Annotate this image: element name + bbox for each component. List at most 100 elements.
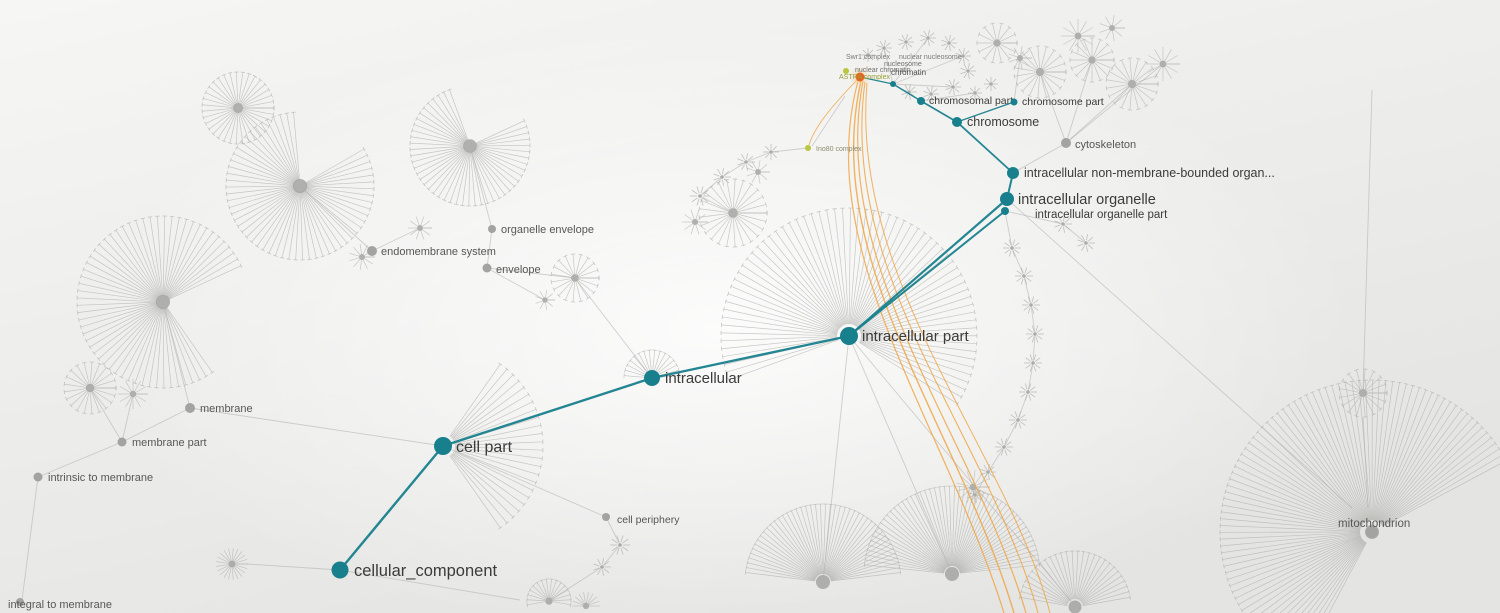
graph-edge [89, 387, 123, 443]
graph-edge [574, 277, 653, 379]
fan-cluster [1105, 57, 1159, 111]
label-organelle_envelope[interactable]: organelle envelope [501, 224, 594, 236]
node-green_term_b[interactable] [805, 145, 811, 151]
label-mitochondrion[interactable]: mitochondrion [1338, 518, 1410, 530]
flower-cluster [941, 35, 957, 51]
node-cellular_component[interactable] [331, 561, 349, 579]
flower-cluster [1022, 296, 1040, 314]
label-chromosome[interactable]: chromosome [967, 115, 1039, 129]
node-endomembrane_system[interactable] [367, 246, 377, 256]
fan-cluster [526, 578, 572, 608]
graph-edge [1023, 275, 1032, 306]
label-non_membrane_organelle[interactable]: intracellular non-membrane-bounded organ… [1024, 166, 1275, 180]
graph-edge [1039, 71, 1067, 144]
label-endomembrane_system[interactable]: endomembrane system [381, 246, 496, 258]
fan-cluster [1219, 379, 1500, 613]
graph-edge [1030, 304, 1036, 335]
label-cell_periphery[interactable]: cell periphery [617, 514, 680, 526]
node-intracellular[interactable] [644, 370, 660, 386]
flower-cluster [920, 30, 936, 46]
fan-cluster [550, 253, 600, 303]
node-non_membrane_organelle[interactable] [1007, 167, 1019, 179]
graph-edge [1013, 57, 1021, 103]
graph-edge [848, 335, 1076, 607]
flower-cluster [1015, 267, 1033, 285]
node-cytoskeleton[interactable] [1061, 138, 1071, 148]
highlight-edge [892, 83, 922, 102]
graph-edge [745, 151, 772, 163]
flower-center [866, 53, 870, 57]
flower-center [904, 40, 908, 44]
fan-center [993, 39, 1001, 47]
graph-edge [822, 335, 850, 583]
label-intrinsic_to_membrane[interactable]: intrinsic to membrane [48, 472, 153, 484]
flower-cluster [901, 84, 917, 100]
fan-center [228, 560, 236, 568]
graph-edge [1012, 142, 1067, 174]
highlight-edge [651, 334, 850, 380]
label-membrane_part[interactable]: membrane part [132, 437, 207, 449]
flower-cluster [984, 77, 998, 91]
fan-cluster [682, 209, 708, 235]
label-intracellular_organelle[interactable]: intracellular organelle [1018, 192, 1156, 208]
fan-clusters [63, 15, 1500, 613]
node-organelle_envelope[interactable] [488, 225, 496, 233]
graph-edge [770, 147, 809, 153]
node-intracellular_organelle[interactable] [1000, 192, 1014, 206]
node-cell_periphery[interactable] [602, 513, 610, 521]
flower-clusters [593, 30, 1095, 576]
flower-center [929, 92, 933, 96]
fan-center [1108, 24, 1116, 32]
label-cellular_component[interactable]: cellular_component [354, 562, 498, 580]
fan-cluster [572, 592, 600, 610]
node-integral_to_membrane[interactable] [16, 598, 24, 606]
node-chromosome_part[interactable] [1010, 98, 1018, 106]
flower-cluster [593, 558, 611, 576]
label-cell_part[interactable]: cell part [456, 439, 513, 456]
node-selected_term[interactable] [855, 72, 865, 82]
node-mitochondrion[interactable] [1366, 526, 1378, 538]
label-membrane[interactable]: membrane [200, 403, 253, 415]
node-intracellular_part[interactable] [840, 327, 858, 345]
fan-cluster [746, 160, 770, 184]
label-integral_to_membrane[interactable]: integral to membrane [8, 599, 112, 611]
label-chromosome_part[interactable]: chromosome part [1022, 96, 1104, 108]
graph-edge [883, 47, 894, 85]
graph-edge [1362, 89, 1373, 394]
label-envelope[interactable]: envelope [496, 264, 541, 276]
label-cytoskeleton[interactable]: cytoskeleton [1075, 139, 1136, 151]
graph-edge [162, 301, 191, 409]
node-envelope[interactable] [482, 263, 492, 273]
label-chromosomal_part[interactable]: chromosomal part [929, 95, 1013, 107]
label-intracellular_part[interactable]: intracellular part [862, 328, 970, 345]
graph-edge [721, 161, 747, 178]
graph-edge [1065, 59, 1093, 144]
node-chromosomal_part[interactable] [917, 97, 925, 105]
fan-center [1074, 32, 1082, 40]
graph-edge [442, 445, 607, 518]
node-membrane[interactable] [185, 403, 195, 413]
graph-edge [1004, 210, 1064, 225]
fan-cluster [1338, 368, 1388, 418]
highlight-edge [442, 376, 653, 448]
label-intracellular[interactable]: intracellular [665, 370, 742, 387]
graph-edge [486, 267, 576, 279]
node-membrane_part[interactable] [117, 437, 127, 447]
node-chromosome[interactable] [952, 117, 962, 127]
graph-edge [848, 335, 953, 575]
graph-edge [246, 563, 341, 571]
graph-edge [299, 185, 373, 252]
node-intrinsic_to_membrane[interactable] [33, 472, 43, 482]
fan-cluster [976, 22, 1018, 64]
fan-cluster [698, 178, 768, 248]
graph-edge [371, 227, 421, 252]
node-green_term_a[interactable] [843, 68, 849, 74]
node-cluster_hub[interactable] [890, 81, 896, 87]
tiny-term-label: Swr1 complex [846, 54, 890, 61]
node-cell_part[interactable] [434, 437, 452, 455]
graph-edge [121, 407, 191, 443]
label-intracellular_organelle_part[interactable]: intracellular organelle part [1035, 209, 1168, 221]
node-intracellular_organelle_part[interactable] [1001, 207, 1009, 215]
